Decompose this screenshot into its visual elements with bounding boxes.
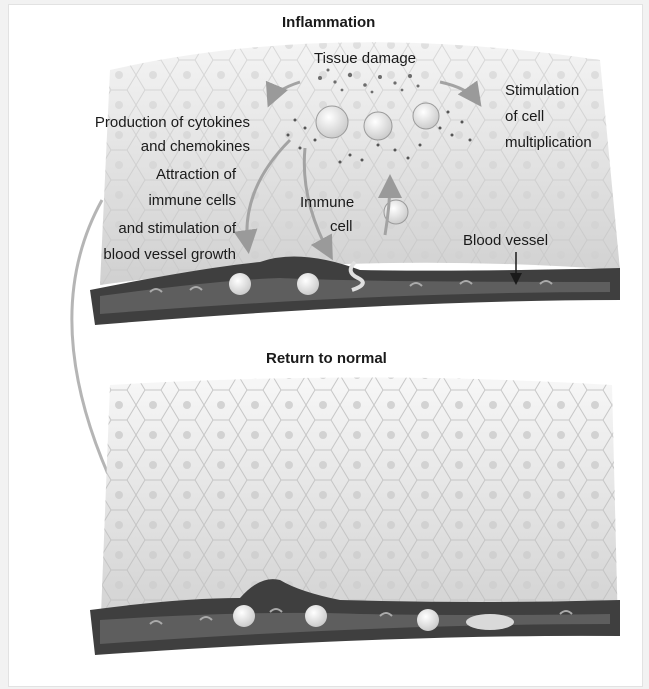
label-stimulation-line3: multiplication (505, 132, 592, 154)
label-blood-vessel: Blood vessel (463, 230, 548, 252)
label-cytokines-line2: and chemokines (141, 136, 250, 158)
label-attraction-line3: and stimulation of (118, 218, 236, 240)
label-cytokines-line1: Production of cytokines (95, 112, 250, 134)
title-return-to-normal: Return to normal (266, 348, 387, 370)
label-stimulation-line2: of cell (505, 106, 544, 128)
label-attraction-line2: immune cells (148, 190, 236, 212)
label-attraction-line4: blood vessel growth (103, 244, 236, 266)
label-immune-cell-line2: cell (330, 216, 353, 238)
title-inflammation: Inflammation (282, 12, 375, 34)
label-stimulation-line1: Stimulation (505, 80, 579, 102)
label-tissue-damage: Tissue damage (314, 48, 416, 70)
label-immune-cell-line1: Immune (300, 192, 354, 214)
label-attraction-line1: Attraction of (156, 164, 236, 186)
